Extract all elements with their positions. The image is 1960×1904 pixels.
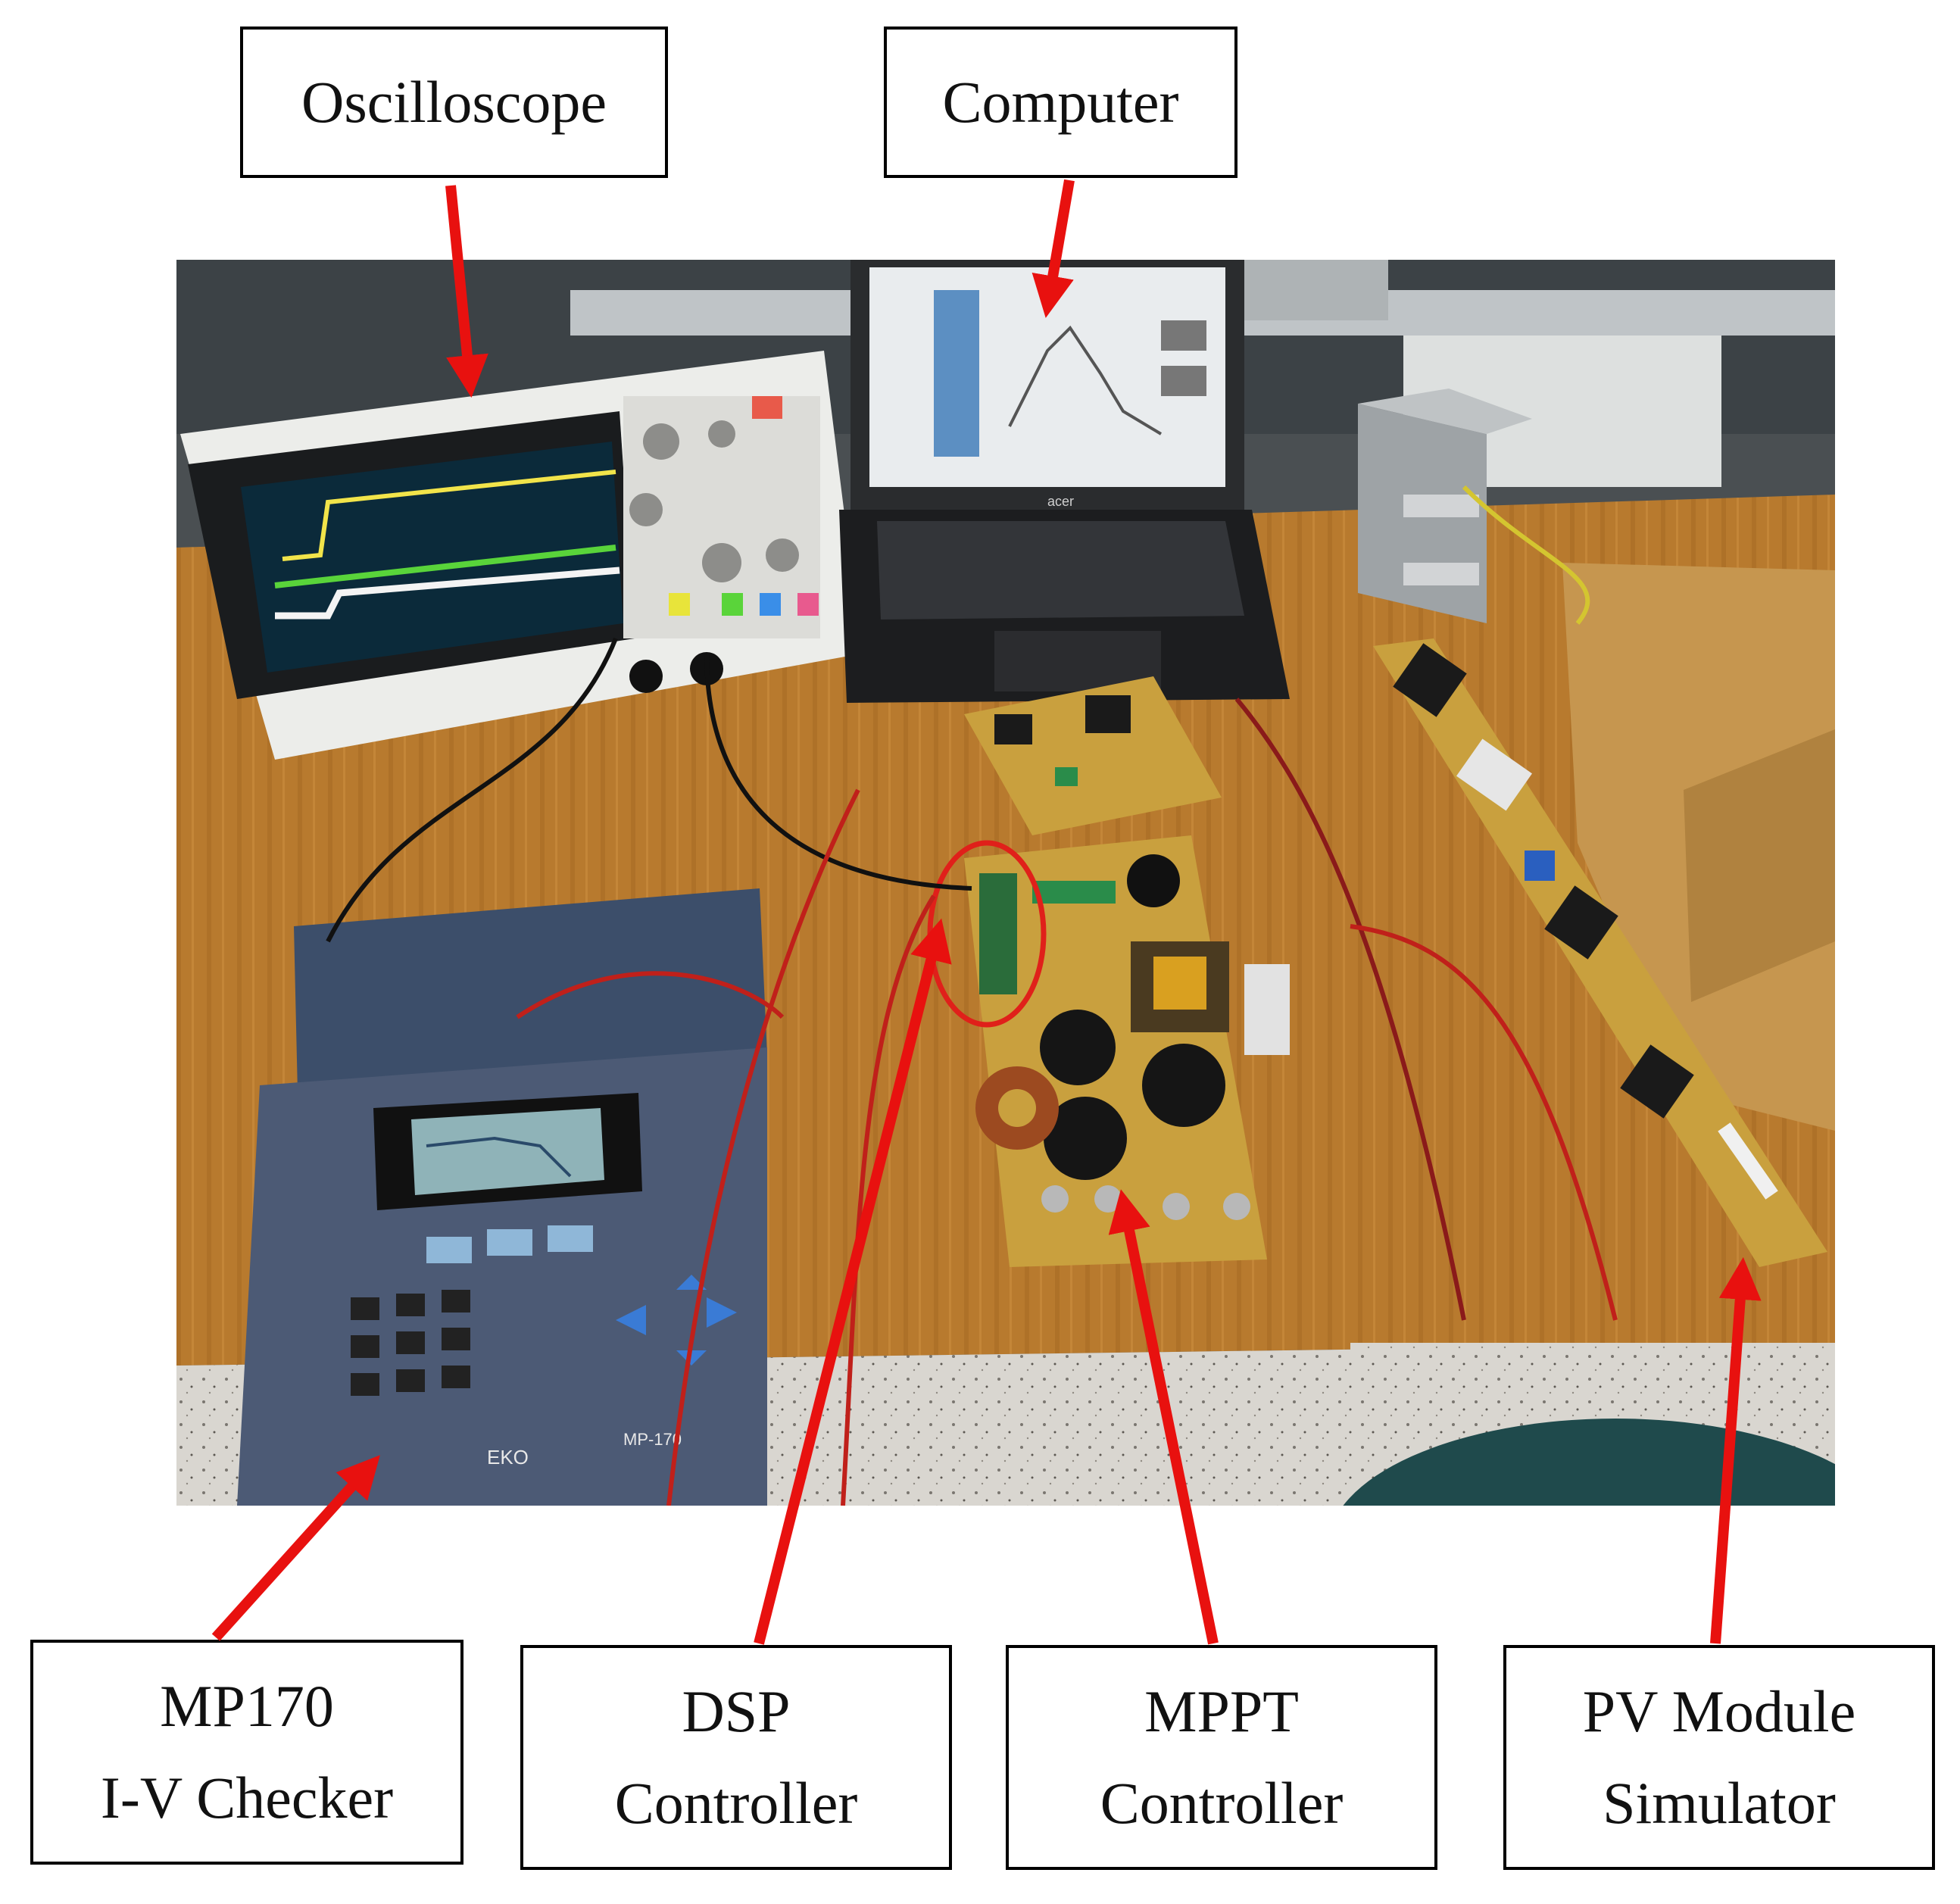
label-oscilloscope: Oscilloscope (240, 27, 668, 178)
arrow-mppt-controller (1108, 1189, 1219, 1645)
label-mppt-line1: MPPT (1144, 1678, 1299, 1744)
cables (326, 485, 1618, 1506)
checker-model: MP-170 (623, 1430, 682, 1449)
oscilloscope (180, 351, 862, 760)
pv-simulator-board (1373, 638, 1827, 1267)
dsp-board (979, 873, 1017, 994)
iv-checker: EKO MP-170 (237, 888, 767, 1506)
label-pv-line2: Simulator (1603, 1769, 1836, 1836)
label-oscilloscope-line1: Oscilloscope (301, 68, 607, 135)
label-dsp-line1: DSP (682, 1678, 791, 1744)
label-computer: Computer (884, 27, 1237, 178)
laptop-brand: acer (1047, 494, 1074, 509)
chair (1343, 1419, 1835, 1506)
setup-photo-svg: acer (176, 260, 1835, 1506)
setup-photo: acer (176, 260, 1835, 1506)
mppt-board (964, 835, 1290, 1267)
arrow-dsp-controller (754, 918, 952, 1645)
arrow-computer (1031, 179, 1075, 318)
arrow-oscilloscope (445, 185, 488, 398)
power-supplies (1358, 389, 1532, 623)
label-iv-checker-line1: MP170 (160, 1672, 334, 1739)
label-dsp-line2: Controller (614, 1769, 858, 1836)
label-pv-line1: PV Module (1582, 1678, 1856, 1744)
arrow-iv-checker (211, 1455, 380, 1641)
label-dsp-controller: DSP Controller (520, 1645, 952, 1870)
label-iv-checker: MP170 I-V Checker (30, 1640, 463, 1865)
label-mppt-controller: MPPT Controller (1006, 1645, 1437, 1870)
auxiliary-board (964, 676, 1222, 835)
label-iv-checker-line2: I-V Checker (100, 1764, 394, 1831)
label-computer-line1: Computer (942, 68, 1179, 135)
label-mppt-line2: Controller (1100, 1769, 1344, 1836)
checker-brand: EKO (487, 1446, 529, 1469)
arrow-pv-module-simulator (1710, 1256, 1762, 1644)
label-pv-module-simulator: PV Module Simulator (1503, 1645, 1935, 1870)
